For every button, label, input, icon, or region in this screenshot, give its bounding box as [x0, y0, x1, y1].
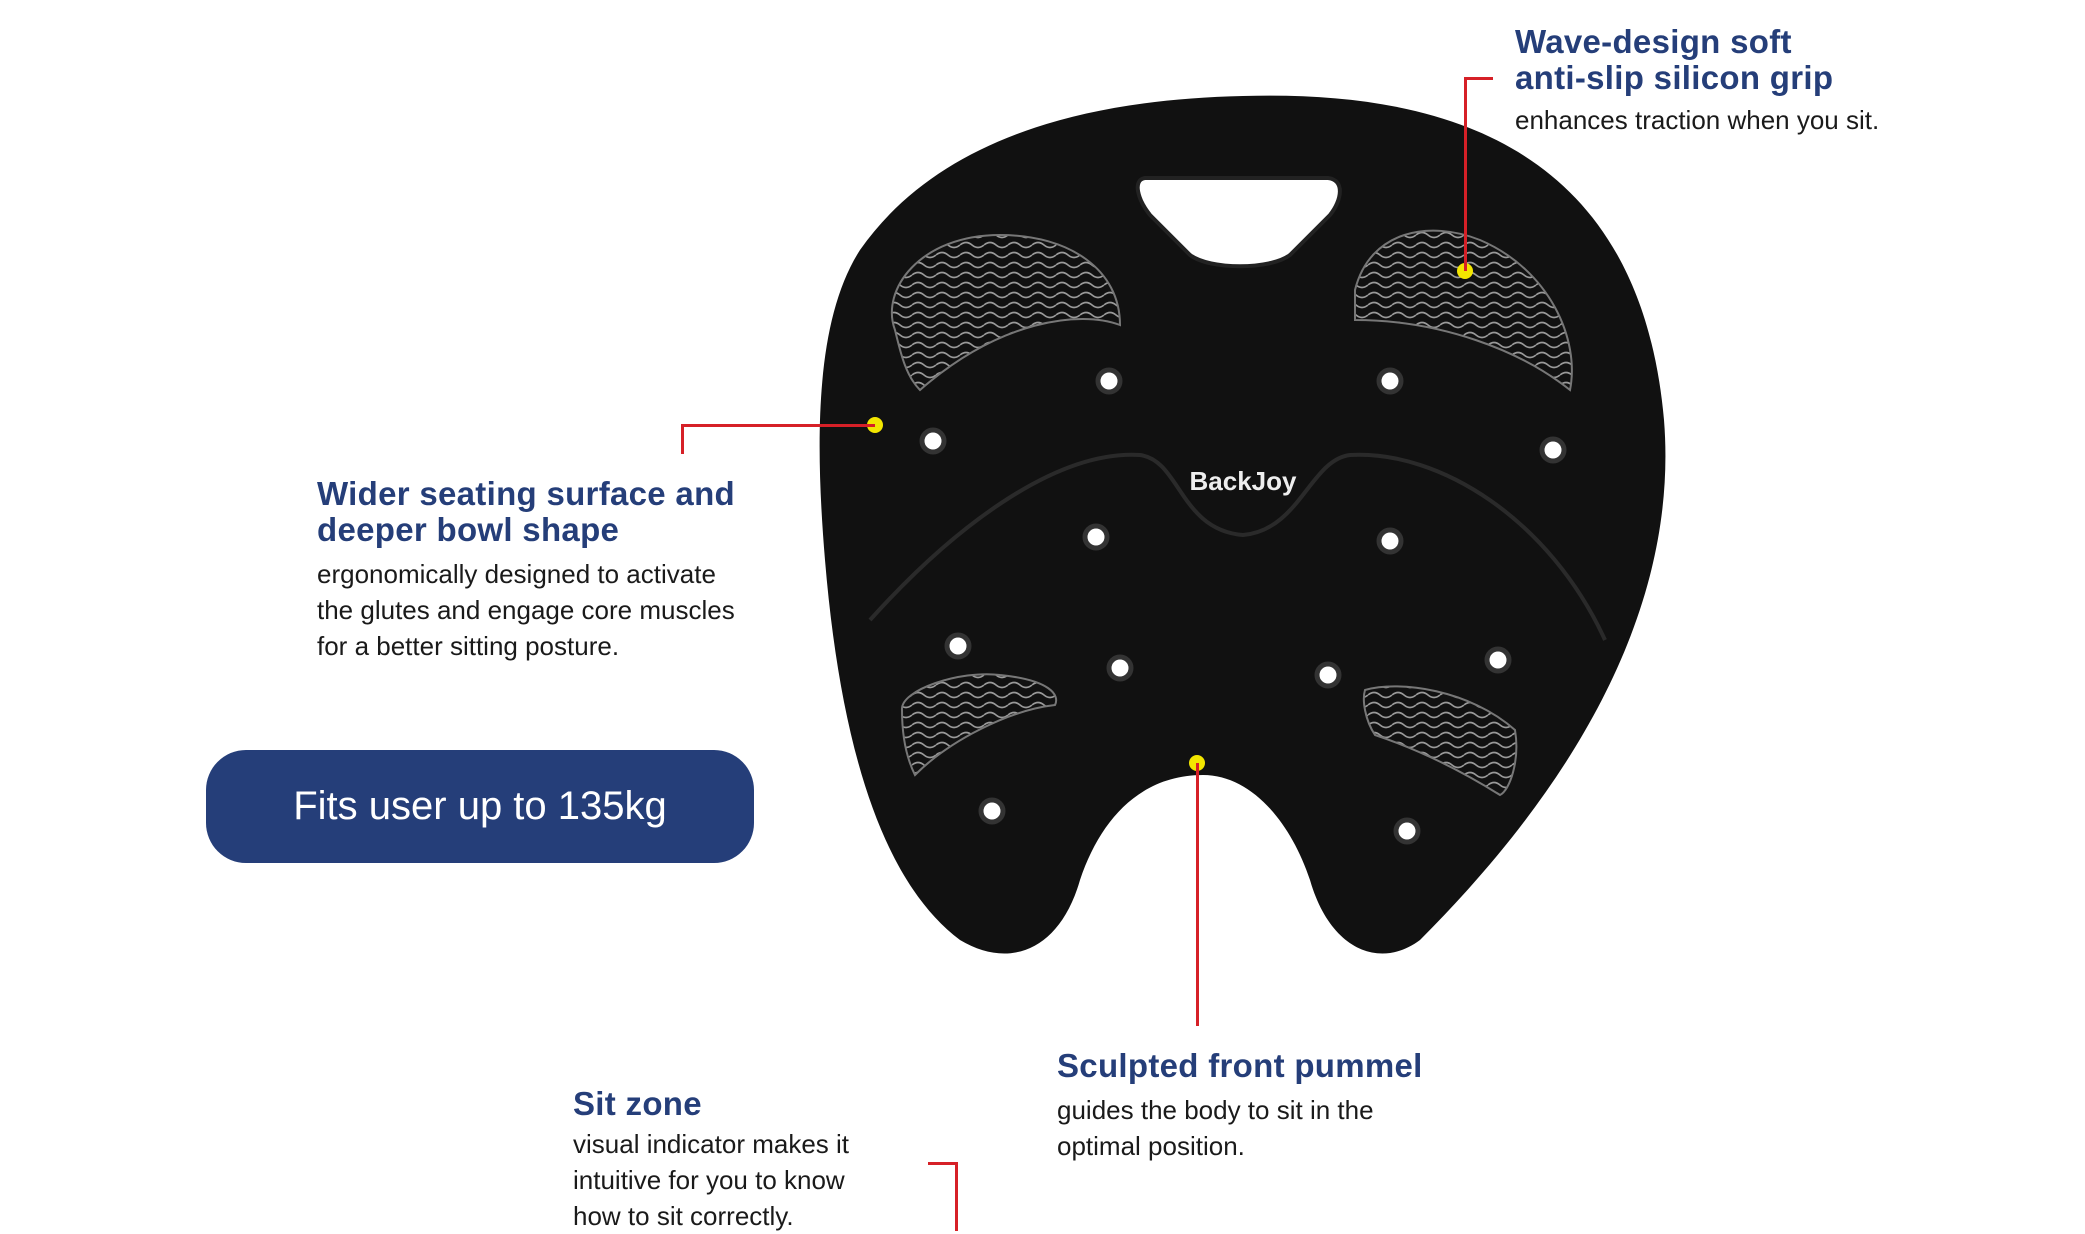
weight-capacity-badge: Fits user up to 135kg [206, 750, 754, 863]
callout-grip-title-1: Wave-design soft [1515, 23, 1792, 60]
grip-pad-bottom-right [1362, 685, 1518, 797]
leader-grip-v [1464, 77, 1467, 271]
callout-seat-body-3: for a better sitting posture. [317, 631, 620, 661]
brand-logo: BackJoy [1190, 466, 1297, 496]
callout-sitzone-body-1: visual indicator makes it [573, 1129, 849, 1159]
marker-seat [867, 417, 883, 433]
leader-grip-h [1465, 77, 1493, 80]
callout-seat-body-1: ergonomically designed to activate [317, 559, 716, 589]
callout-sitzone-body-3: how to sit correctly. [573, 1201, 794, 1231]
cushion-inner-contour [868, 452, 1607, 641]
callout-seat-body-2: the glutes and engage core muscles [317, 595, 735, 625]
leader-seat-v [681, 424, 684, 454]
callout-sitzone-body-2: intuitive for you to know [573, 1165, 845, 1195]
callout-pummel-body-2: optimal position. [1057, 1131, 1245, 1161]
callout-seat-title-2: deeper bowl shape [317, 511, 620, 548]
grip-pad-top-left [890, 233, 1122, 392]
leader-seat-h [681, 424, 875, 427]
callout-seat-title-1: Wider seating surface and [317, 475, 735, 512]
callout-sitzone-title: Sit zone [573, 1085, 702, 1122]
callout-pummel-body-1: guides the body to sit in the [1057, 1095, 1374, 1125]
grip-pad-bottom-left [900, 673, 1058, 777]
callout-sitzone: Sit zone visual indicator makes it intui… [573, 1086, 849, 1234]
vent-holes [919, 367, 1567, 845]
callout-grip-title-2: anti-slip silicon grip [1515, 59, 1834, 96]
weight-capacity-label: Fits user up to 135kg [293, 784, 667, 828]
callout-pummel: Sculpted front pummel guides the body to… [1057, 1048, 1423, 1164]
marker-grip [1457, 263, 1473, 279]
leader-pummel-v [1196, 763, 1199, 1026]
handle-hole [1135, 176, 1342, 269]
grip-pads [890, 229, 1573, 797]
grip-pad-top-right [1354, 229, 1573, 392]
callout-grip-body: enhances traction when you sit. [1515, 105, 1880, 135]
leader-sitzone-v [955, 1162, 958, 1231]
callout-seat: Wider seating surface and deeper bowl sh… [317, 476, 735, 664]
leader-sitzone-h [928, 1162, 958, 1165]
callout-pummel-title: Sculpted front pummel [1057, 1047, 1423, 1084]
callout-grip: Wave-design soft anti-slip silicon grip … [1515, 24, 1879, 138]
